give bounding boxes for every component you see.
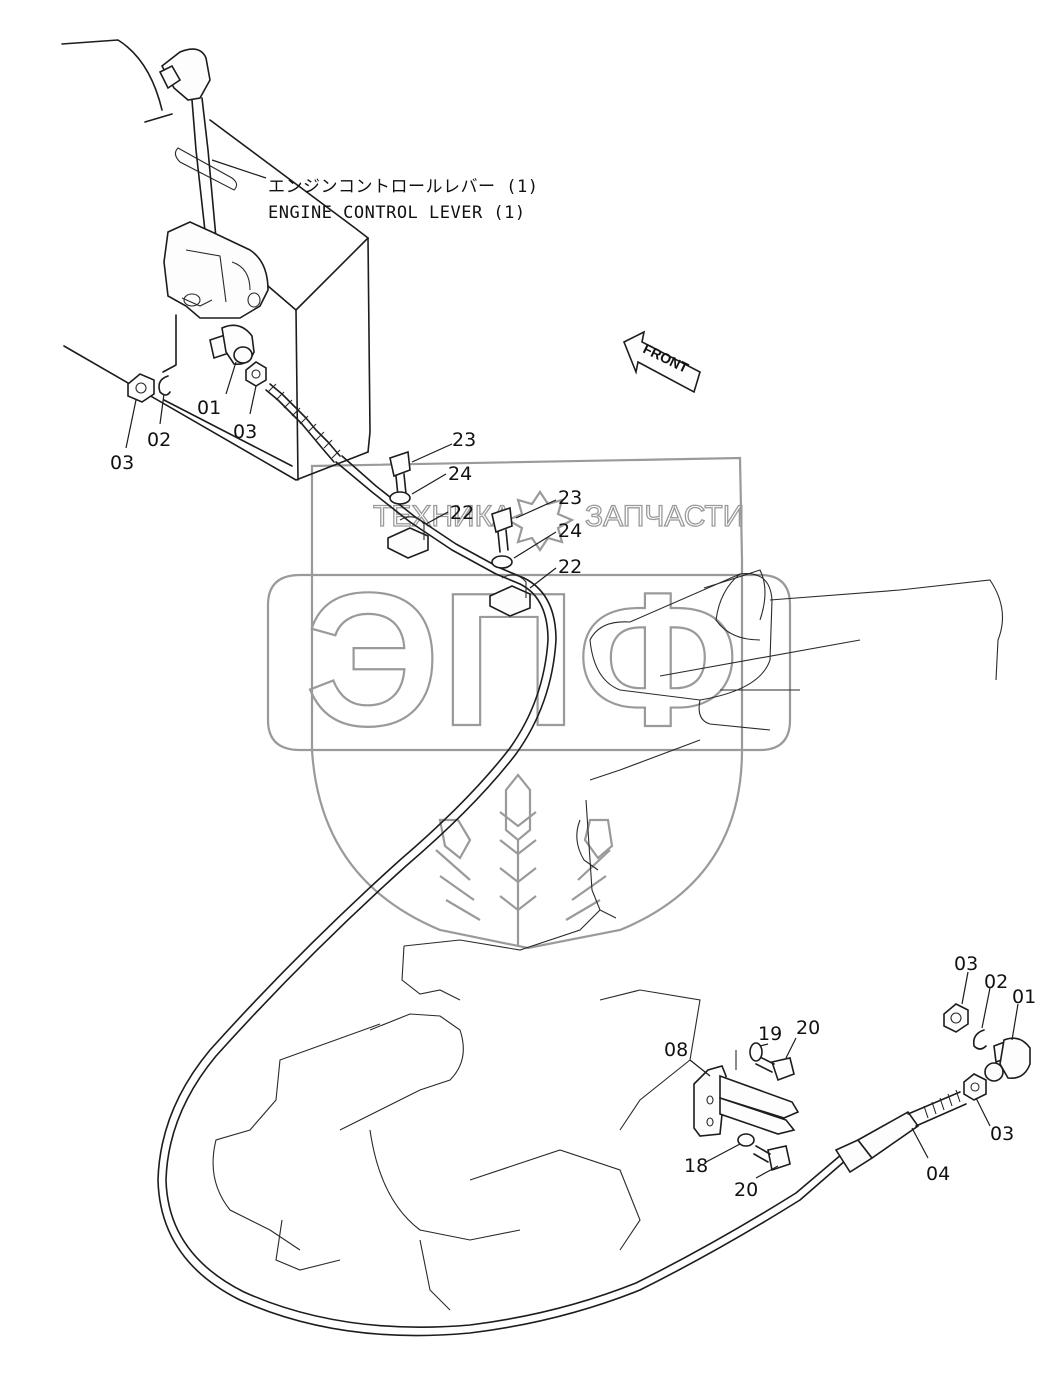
callout-01-top: 01 bbox=[197, 397, 221, 419]
callout-02-right: 02 bbox=[984, 971, 1008, 993]
callout-03-top-left: 03 bbox=[110, 452, 134, 474]
watermark-text-right: ЗАПЧАСТИ bbox=[585, 500, 744, 533]
callout-18: 18 bbox=[684, 1155, 708, 1177]
nut-top-left bbox=[127, 373, 155, 403]
nut-top-mid bbox=[245, 361, 267, 387]
washer-right bbox=[972, 1029, 987, 1050]
callout-24-a: 24 bbox=[448, 463, 472, 485]
callout-20-top: 20 bbox=[796, 1017, 820, 1039]
callout-08: 08 bbox=[664, 1039, 688, 1061]
watermark-wheat-icon bbox=[435, 773, 614, 945]
callout-01-right: 01 bbox=[1012, 986, 1036, 1008]
ball-joint-right bbox=[984, 1037, 1031, 1082]
watermark-oval bbox=[266, 573, 792, 752]
callout-04: 04 bbox=[926, 1163, 950, 1185]
washer-upper bbox=[389, 491, 411, 505]
bolt-lower bbox=[491, 506, 513, 553]
control-cable bbox=[157, 383, 967, 1337]
watermark-gear-icon bbox=[505, 490, 575, 552]
bolt-bracket-top bbox=[755, 1055, 795, 1082]
watermark-text-left: ТЕХНИКА bbox=[373, 500, 512, 533]
front-arrow-icon: FRONT bbox=[622, 330, 701, 394]
bracket bbox=[693, 1050, 800, 1137]
callout-22-b: 22 bbox=[558, 556, 582, 578]
callout-24-b: 24 bbox=[558, 520, 582, 542]
clamp-upper bbox=[387, 516, 429, 559]
callout-03-right-bottom: 03 bbox=[990, 1123, 1014, 1145]
watermark-logo-letters: ЭПФ bbox=[305, 554, 739, 766]
callout-03-right-top: 03 bbox=[954, 953, 978, 975]
washer-bracket-top bbox=[749, 1042, 763, 1062]
leader-lines bbox=[125, 361, 1019, 1179]
caption-english: ENGINE CONTROL LEVER (1) bbox=[268, 203, 526, 223]
caption-japanese: エンジンコントロールレバー (1) bbox=[268, 177, 538, 197]
callout-19: 19 bbox=[758, 1023, 782, 1045]
callout-03-top-mid: 03 bbox=[233, 421, 257, 443]
callout-02-top: 02 bbox=[147, 429, 171, 451]
nut-right-bottom bbox=[963, 1073, 987, 1101]
clamp-lower bbox=[489, 574, 531, 617]
washer-lower bbox=[491, 555, 513, 569]
caption-block: エンジンコントロールレバー (1) ENGINE CONTROL LEVER (… bbox=[211, 159, 538, 223]
watermark-shield bbox=[310, 456, 744, 950]
engine-outline bbox=[212, 569, 1003, 1311]
washer-bracket-bottom bbox=[737, 1133, 755, 1147]
nut-right-top bbox=[943, 1003, 969, 1033]
ball-joint-top bbox=[209, 324, 255, 366]
callout-22-a: 22 bbox=[450, 502, 474, 524]
callout-23-a: 23 bbox=[452, 429, 476, 451]
engine-control-lever bbox=[158, 48, 269, 319]
watermark: ЭПФ ТЕХНИКА ЗАПЧАСТИ bbox=[266, 456, 792, 950]
washer-top-left bbox=[158, 375, 171, 396]
bolt-bracket-bottom bbox=[753, 1145, 791, 1172]
callout-20-bottom: 20 bbox=[734, 1179, 758, 1201]
bolt-upper bbox=[389, 450, 411, 497]
callout-numbers: 01 02 03 03 23 24 22 23 24 22 03 02 01 0… bbox=[110, 397, 1036, 1201]
callout-23-b: 23 bbox=[558, 487, 582, 509]
